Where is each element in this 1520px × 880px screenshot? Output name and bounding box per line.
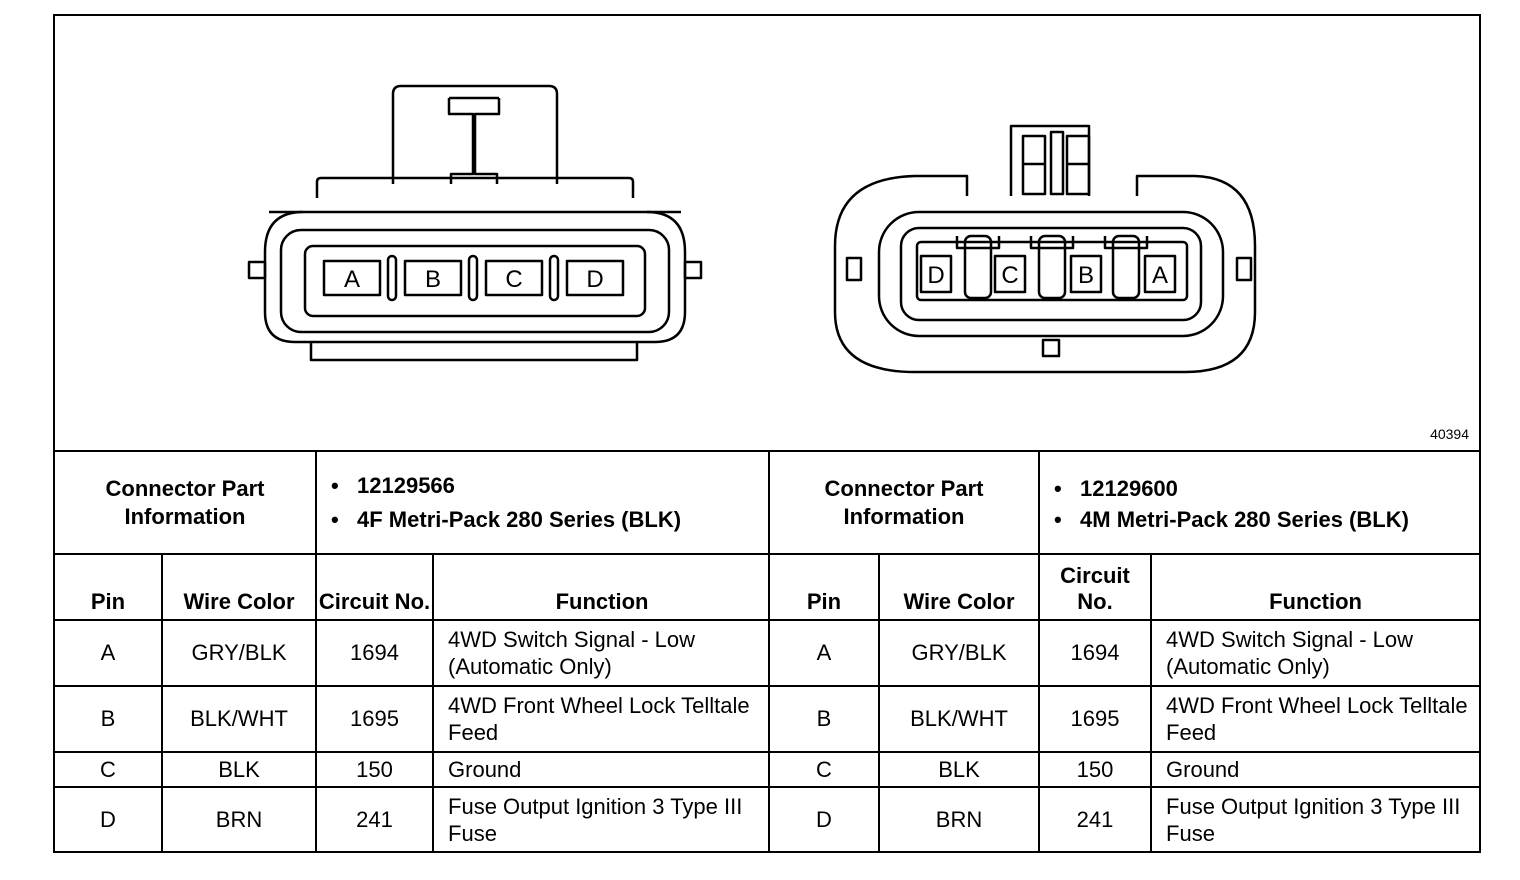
part-series: 4F Metri-Pack 280 Series (BLK) [357, 506, 682, 532]
header-circuit: Circuit No. [1038, 553, 1153, 621]
pin-cell: C [770, 751, 880, 788]
header-circuit: Circuit No. [315, 553, 435, 621]
pin-cell: D [55, 786, 163, 851]
left-connector-drawing: A B C D [247, 84, 703, 362]
left-pin-label: C [505, 266, 522, 293]
table-row: D BRN 241 Fuse Output Ignition 3 Type II… [770, 786, 1480, 851]
pin-cell: D [770, 786, 880, 851]
wire-color-cell: GRY/BLK [160, 619, 318, 687]
pin-cell: A [770, 619, 880, 687]
circuit-cell: 1695 [1038, 685, 1153, 753]
right-pin-label: C [1001, 262, 1018, 289]
header-wire-color: Wire Color [877, 553, 1041, 621]
wire-color-cell: BRN [160, 786, 318, 851]
diagram-frame: A B C D [53, 14, 1481, 853]
table-row: B BLK/WHT 1695 4WD Front Wheel Lock Tell… [770, 685, 1480, 753]
function-cell: 4WD Switch Signal - Low (Automatic Only) [432, 619, 771, 687]
wire-color-cell: BLK [160, 751, 318, 788]
header-function: Function [1150, 553, 1480, 621]
pin-cell: B [770, 685, 880, 753]
function-cell: Fuse Output Ignition 3 Type III Fuse [432, 786, 771, 851]
right-pinout-table: Connector Part Information •12129600 •4M… [770, 452, 1480, 851]
right-pin-label: A [1152, 262, 1168, 289]
wire-color-cell: BLK/WHT [877, 685, 1041, 753]
table-row: A GRY/BLK 1694 4WD Switch Signal - Low (… [770, 619, 1480, 687]
header-pin: Pin [55, 553, 163, 621]
right-pin-label: D [927, 262, 944, 289]
left-pin-label: A [344, 266, 360, 293]
pinout-tables: Connector Part Information •12129566 •4F… [55, 452, 1480, 851]
connector-figure: A B C D [55, 16, 1479, 452]
part-info-list: •12129566 •4F Metri-Pack 280 Series (BLK… [315, 452, 771, 555]
header-function: Function [432, 553, 771, 621]
connector-drawings: A B C D [247, 84, 1257, 374]
part-number: 12129566 [357, 472, 455, 498]
wire-color-cell: BLK/WHT [160, 685, 318, 753]
part-series: 4M Metri-Pack 280 Series (BLK) [1080, 506, 1409, 532]
right-connector-drawing: D C B A [833, 124, 1257, 374]
wire-color-cell: GRY/BLK [877, 619, 1041, 687]
figure-id: 40394 [1430, 426, 1469, 442]
circuit-cell: 241 [1038, 786, 1153, 851]
part-info-list: •12129600 •4M Metri-Pack 280 Series (BLK… [1038, 452, 1480, 555]
left-pin-label: D [586, 266, 603, 293]
wire-color-cell: BLK [877, 751, 1041, 788]
circuit-cell: 241 [315, 786, 435, 851]
circuit-cell: 150 [315, 751, 435, 788]
function-cell: 4WD Front Wheel Lock Telltale Feed [1150, 685, 1480, 753]
circuit-cell: 1695 [315, 685, 435, 753]
table-row: A GRY/BLK 1694 4WD Switch Signal - Low (… [55, 619, 771, 687]
part-info-label: Connector Part Information [55, 452, 318, 555]
wire-color-cell: BRN [877, 786, 1041, 851]
left-pin-label: B [425, 266, 441, 293]
function-cell: Ground [432, 751, 771, 788]
table-row: D BRN 241 Fuse Output Ignition 3 Type II… [55, 786, 771, 851]
circuit-cell: 1694 [315, 619, 435, 687]
function-cell: 4WD Switch Signal - Low (Automatic Only) [1150, 619, 1480, 687]
circuit-cell: 150 [1038, 751, 1153, 788]
function-cell: 4WD Front Wheel Lock Telltale Feed [432, 685, 771, 753]
table-row: B BLK/WHT 1695 4WD Front Wheel Lock Tell… [55, 685, 771, 753]
table-row: C BLK 150 Ground [55, 751, 771, 788]
left-pinout-table: Connector Part Information •12129566 •4F… [55, 452, 771, 851]
header-pin: Pin [770, 553, 880, 621]
part-info-label: Connector Part Information [770, 452, 1041, 555]
right-pin-label: B [1078, 262, 1094, 289]
function-cell: Fuse Output Ignition 3 Type III Fuse [1150, 786, 1480, 851]
function-cell: Ground [1150, 751, 1480, 788]
table-row: C BLK 150 Ground [770, 751, 1480, 788]
pin-cell: B [55, 685, 163, 753]
part-number: 12129600 [1080, 475, 1178, 501]
header-wire-color: Wire Color [160, 553, 318, 621]
circuit-cell: 1694 [1038, 619, 1153, 687]
pin-cell: A [55, 619, 163, 687]
pin-cell: C [55, 751, 163, 788]
